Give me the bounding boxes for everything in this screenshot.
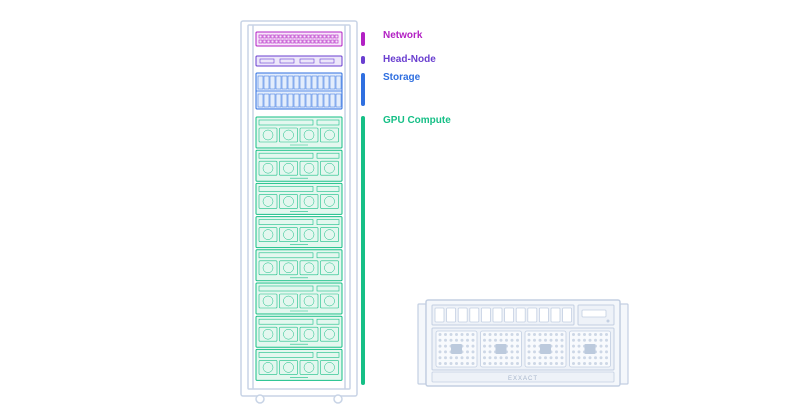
network-switch-unit [255,31,343,47]
gpu-node [255,149,343,182]
gpu-compute-bracket [361,116,365,385]
legend-label-head-node: Head-Node [383,54,436,65]
fan-module [524,330,567,368]
gpu-compute-units [255,116,343,381]
fan-module [569,330,611,368]
gpu-node [255,348,343,381]
fan-module [480,330,522,368]
gpu-node [255,282,343,315]
gpu-server-front-view: EXXACT [417,299,629,387]
head-node-unit [255,55,343,67]
gpu-node [255,249,343,282]
gpu-node [255,315,343,348]
storage-bracket [361,73,365,106]
gpu-node [255,182,343,215]
server-brand-label: EXXACT [508,376,538,382]
network-bracket [361,32,365,46]
legend-label-gpu-compute: GPU Compute [383,115,451,126]
gpu-node [255,116,343,149]
legend-label-storage: Storage [383,72,421,83]
gpu-node [255,216,343,249]
fan-module [435,330,478,368]
legend-label-network: Network [383,30,423,41]
head-node-bracket [361,56,365,64]
storage-unit [255,72,343,110]
